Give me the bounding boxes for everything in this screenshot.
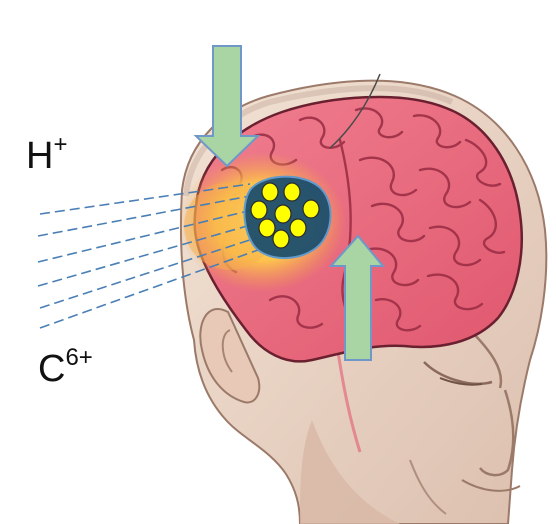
- carbon-charge: 6+: [65, 344, 92, 371]
- proton-charge: +: [53, 131, 67, 158]
- carbon-symbol: C: [38, 348, 65, 390]
- carbon-ion-label: C6+: [38, 346, 93, 388]
- proton-label: H+: [26, 133, 67, 175]
- proton-symbol: H: [26, 135, 53, 177]
